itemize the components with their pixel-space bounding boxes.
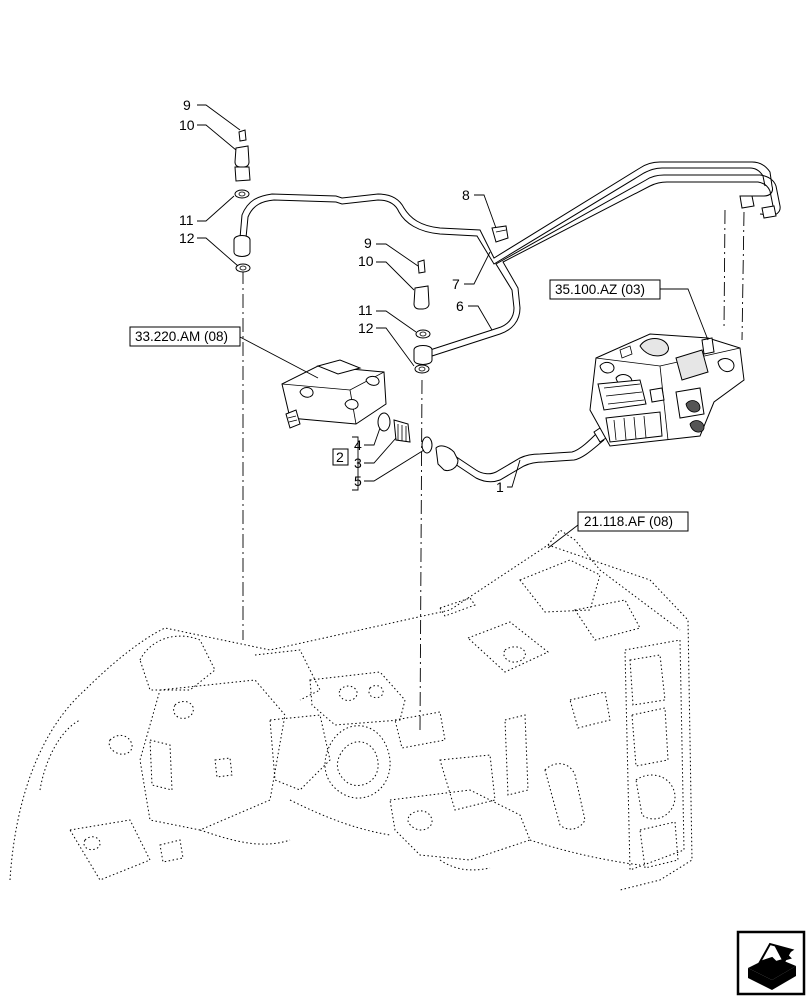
callout-6: 6 — [456, 298, 464, 314]
fitting-group-middle — [413, 259, 433, 374]
pipe-end-fitting-lower — [761, 205, 777, 219]
rear-axle-housing — [9, 529, 693, 891]
o-ring-5 — [421, 436, 433, 454]
centerline-right-b — [723, 209, 726, 331]
callout-11-left: 11 — [179, 212, 194, 228]
washer-11-left — [234, 189, 250, 199]
callout-10-middle: 10 — [358, 253, 374, 269]
callout-2: 2 — [336, 449, 344, 465]
ref-label-block[interactable]: 33.220.AM (08) — [135, 329, 228, 344]
callout-7: 7 — [452, 276, 460, 292]
banjo-11-pipe-left — [233, 235, 251, 257]
ref-label-housing[interactable]: 21.118.AF (08) — [584, 514, 673, 529]
callout-11-middle: 11 — [358, 302, 373, 318]
callout-1: 1 — [496, 479, 504, 495]
ref-box-valve[interactable] — [549, 279, 661, 300]
bleed-screw-9-left — [238, 129, 247, 142]
washer-11-middle — [415, 329, 431, 339]
fitting-group-left — [233, 129, 251, 273]
callout-8: 8 — [462, 187, 470, 203]
centerline-middle — [419, 379, 423, 731]
adapter-kit-2 — [377, 412, 433, 454]
control-valve — [589, 333, 745, 447]
callout-9-left: 9 — [183, 97, 191, 113]
next-page-arrow-icon[interactable] — [736, 930, 806, 996]
callout-4: 4 — [354, 437, 362, 453]
valve-block — [281, 359, 387, 429]
washer-12-middle — [414, 364, 430, 374]
callout-3: 3 — [354, 455, 362, 471]
pipe-7 — [239, 161, 773, 265]
pipe-end-fitting-upper — [739, 195, 755, 209]
callout-12-middle: 12 — [358, 320, 374, 336]
ref-label-valve[interactable]: 35.100.AZ (03) — [555, 282, 645, 297]
pipe-6 — [429, 174, 781, 357]
callout-12-left: 12 — [179, 230, 195, 246]
callout-leaders — [197, 104, 709, 491]
o-ring-4 — [377, 412, 391, 432]
pipe-clip-8 — [491, 225, 509, 243]
housing-ref-leader — [547, 524, 579, 549]
ref-box-block[interactable] — [129, 326, 241, 347]
kit-box-2 — [332, 448, 349, 466]
banjo-6-pipe-middle — [413, 345, 433, 365]
callout-9-middle: 9 — [364, 235, 372, 251]
banjo-bolt-10-middle — [413, 285, 430, 310]
centerline-right-a — [741, 211, 745, 341]
banjo-bolt-10-left — [234, 145, 250, 168]
pipe-1 — [435, 423, 613, 483]
ref-box-housing[interactable] — [577, 511, 689, 532]
callout-10-left: 10 — [179, 117, 195, 133]
bleed-screw-9-middle — [417, 259, 426, 274]
washer-12-left — [235, 263, 251, 273]
callout-5: 5 — [354, 473, 362, 489]
